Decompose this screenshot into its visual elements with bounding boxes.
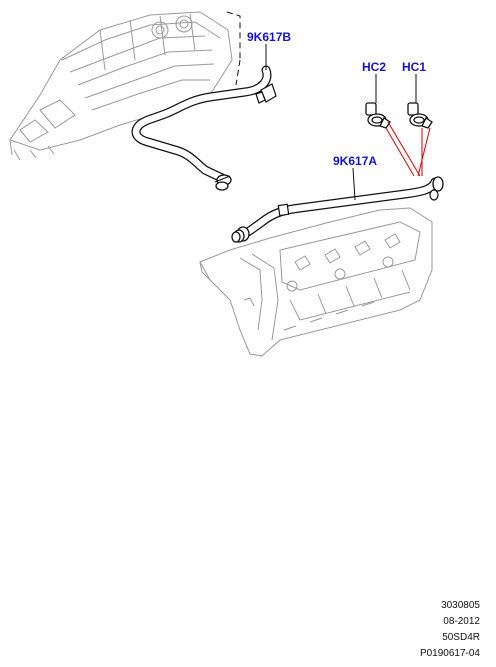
meta-line-4: P0190617-04: [419, 648, 480, 659]
callout-hc1: HC1: [402, 60, 427, 74]
meta-line-3: 50SD4R: [442, 632, 480, 643]
callout-leaders: [265, 44, 417, 201]
callout-hc2: HC2: [362, 60, 387, 74]
lower-engine-ghost: [199, 207, 433, 357]
clip-hc1: [407, 102, 433, 129]
hose-9k617b: [131, 65, 277, 191]
clip-hc2: [365, 102, 391, 129]
upper-engine-ghost: [9, 11, 233, 161]
hose-9k617a: [231, 176, 444, 243]
hidden-line-2: [235, 59, 241, 86]
clip-leader-lines: [385, 121, 431, 177]
meta-line-2: 08-2012: [443, 616, 480, 627]
hidden-line: [226, 11, 241, 60]
meta-line-1: 3030805: [441, 600, 480, 611]
callout-9k617a: 9K617A: [333, 154, 378, 168]
callout-9k617b: 9K617B: [247, 30, 292, 44]
